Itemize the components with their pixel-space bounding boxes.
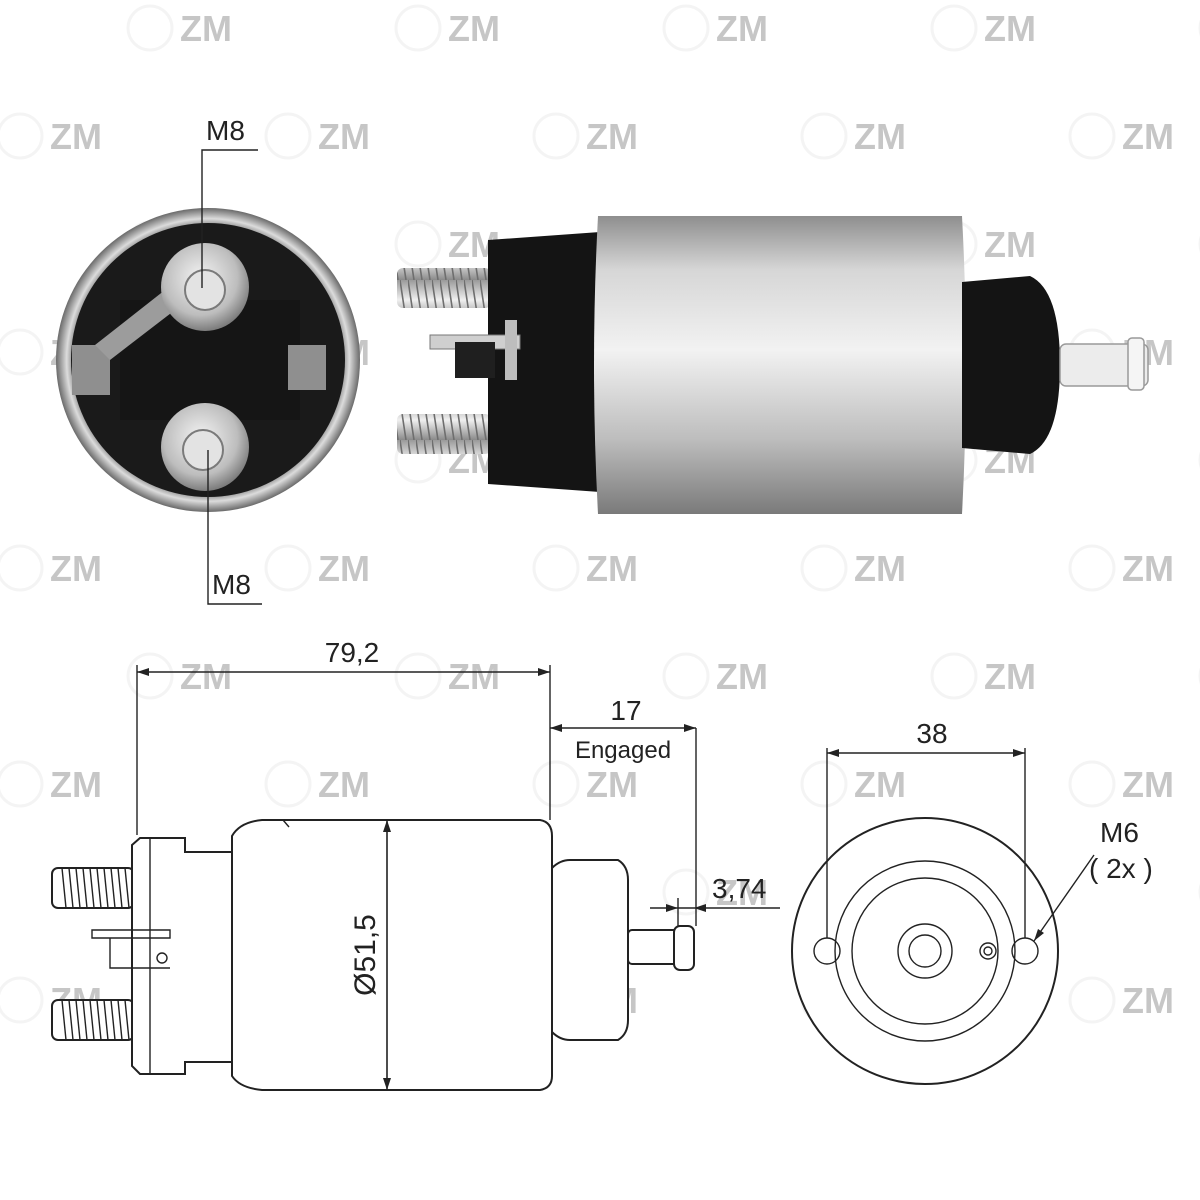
thread-line — [68, 999, 74, 1041]
watermark-logo: ZM — [1068, 976, 1174, 1024]
plunger-icon — [1059, 343, 1149, 387]
watermark-text: ZM — [854, 764, 906, 805]
thread-line — [75, 999, 81, 1041]
watermark-text: ZM — [984, 656, 1036, 697]
thread-line — [96, 867, 102, 909]
watermark-logo: ZM — [1068, 112, 1174, 160]
watermark-logo: ZM — [930, 4, 1036, 52]
thread-line — [68, 867, 74, 909]
hole-spacing-label: 38 — [916, 718, 947, 749]
watermark-text: ZM — [586, 116, 638, 157]
bottom-terminal-label: M8 — [212, 569, 251, 600]
watermark-text: ZM — [984, 224, 1036, 265]
watermark-text: ZM — [586, 548, 638, 589]
thread-line — [96, 999, 102, 1041]
watermark-logo: ZM — [532, 112, 638, 160]
watermark-logo: ZM — [0, 544, 102, 592]
watermark-text: ZM — [716, 872, 768, 913]
watermark-logo: ZM — [394, 220, 500, 268]
watermark-logo: ZM — [930, 220, 1036, 268]
thread-line — [103, 867, 109, 909]
photo-side-view — [397, 216, 1149, 514]
watermark-logo: ZM — [0, 760, 102, 808]
watermark-text: ZM — [984, 8, 1036, 49]
thread-line — [117, 999, 123, 1041]
overall-length-label: 79,2 — [325, 637, 380, 668]
thread-line — [61, 867, 67, 909]
lower-stud-icon — [397, 414, 491, 454]
watermark-text: ZM — [854, 548, 906, 589]
drawing-lower-stud — [51, 999, 135, 1041]
plunger-tip-label: 3,74 — [712, 873, 767, 904]
watermark-logo: ZM — [662, 868, 768, 916]
thread-line — [103, 999, 109, 1041]
watermark-logo: ZM — [394, 4, 500, 52]
watermark-text: ZM — [50, 548, 102, 589]
watermark-text: ZM — [318, 116, 370, 157]
watermark-logo: ZM — [1068, 760, 1174, 808]
thread-line — [82, 867, 88, 909]
thread-line — [117, 867, 123, 909]
black-cap — [488, 232, 600, 492]
watermark-logo: ZM — [0, 112, 102, 160]
thread-line — [82, 999, 88, 1041]
plunger-travel-label: 17 — [610, 695, 641, 726]
mount-thread-qty: ( 2x ) — [1089, 853, 1153, 884]
bridge-strip — [95, 290, 175, 360]
watermark-text: ZM — [180, 8, 232, 49]
thread-line — [75, 867, 81, 909]
thread-line — [89, 867, 95, 909]
watermark-logo: ZM — [800, 760, 906, 808]
body-diameter-label: Ø51,5 — [349, 914, 382, 996]
watermark-logo: ZM — [800, 112, 906, 160]
watermark-logo: ZM — [532, 760, 638, 808]
watermark-text: ZM — [50, 764, 102, 805]
watermark-text: ZM — [318, 548, 370, 589]
watermark-logo: ZM — [532, 544, 638, 592]
watermark-logo: ZM — [394, 652, 500, 700]
rear-boot — [962, 276, 1060, 454]
watermark-text: ZM — [1122, 548, 1174, 589]
watermark-text: ZM — [854, 116, 906, 157]
watermark-text: ZM — [1122, 764, 1174, 805]
top-terminal-label: M8 — [206, 115, 245, 146]
watermark-logo: ZM — [1068, 544, 1174, 592]
mount-thread-label: M6 — [1100, 817, 1139, 848]
watermark-logo: ZM — [264, 544, 370, 592]
thread-line — [124, 867, 130, 909]
thread-line — [110, 999, 116, 1041]
photo-end-view: M8 M8 — [56, 115, 360, 605]
drawing-upper-stud — [51, 867, 135, 909]
silver-body — [594, 216, 966, 514]
plunger-travel-note: Engaged — [575, 737, 671, 764]
watermark-text: ZM — [1122, 980, 1174, 1021]
watermark-logo: ZM — [662, 4, 768, 52]
watermark-logo: ZM — [126, 4, 232, 52]
drawing-side-view: 79,2 17 Engaged 3,74 Ø51,5 — [51, 637, 780, 1091]
watermark-text: ZM — [448, 8, 500, 49]
thread-line — [61, 999, 67, 1041]
thread-line — [110, 867, 116, 909]
watermark-logo: ZM — [662, 652, 768, 700]
thread-line — [89, 999, 95, 1041]
watermark-logo: ZM — [930, 652, 1036, 700]
watermark-logo: ZM — [126, 652, 232, 700]
watermark-text: ZM — [448, 656, 500, 697]
watermark-logo: ZM — [264, 760, 370, 808]
watermark-text: ZM — [716, 8, 768, 49]
terminal-tab-right — [288, 345, 326, 390]
watermark-logo: ZM — [264, 112, 370, 160]
watermark-text: ZM — [318, 764, 370, 805]
drawing-front-view: 38 M6 ( 2x ) — [791, 718, 1153, 1085]
watermark-logo: ZM — [800, 544, 906, 592]
watermark-text: ZM — [586, 764, 638, 805]
upper-stud-icon — [397, 268, 491, 308]
watermark-text: ZM — [716, 656, 768, 697]
watermark-text: ZM — [50, 116, 102, 157]
thread-line — [124, 999, 130, 1041]
watermark-text: ZM — [180, 656, 232, 697]
watermark-text: ZM — [1122, 116, 1174, 157]
